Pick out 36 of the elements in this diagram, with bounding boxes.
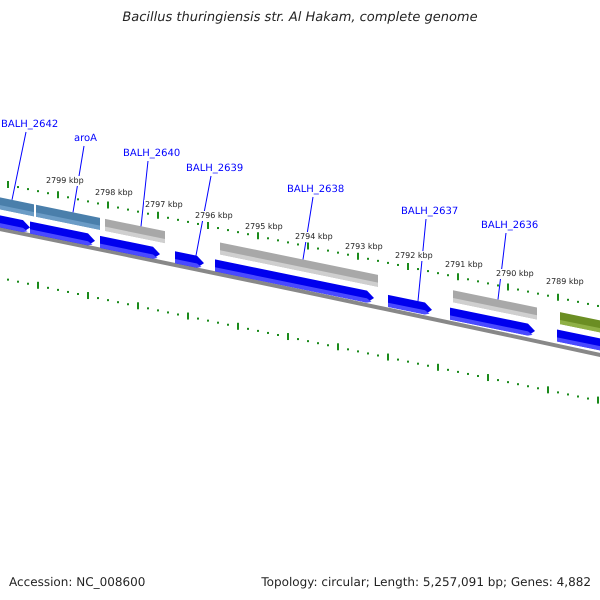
gene-block [388,294,432,314]
gene-label: BALH_2637 [401,207,458,217]
position-label: 2790 kbp [495,269,535,279]
leader-line [302,196,314,260]
position-label: 2794 kbp [294,232,334,242]
gene-block [100,236,160,259]
map-title: Bacillus thuringiensis str. Al Hakam, complete genome [121,11,479,24]
position-label: 2791 kbp [444,260,484,270]
gene-label: aroA [74,134,97,144]
gene-label: BALH_2642 [1,120,58,130]
position-label: 2799 kbp [45,176,85,186]
gene-block [557,330,600,351]
gene-block [30,222,95,246]
position-label: 2798 kbp [94,188,134,198]
gene-block [215,259,374,303]
gene-block [0,214,30,232]
gene-label: BALH_2639 [186,164,244,174]
gene-bar [560,312,600,334]
leader-line [418,218,426,302]
genome-summary: Topology: circular; Length: 5,257,091 bp; Genes: 4,882 [261,576,591,588]
gene-label: BALH_2640 [123,149,180,159]
accession-note: Accession: NC_008600 [9,576,146,588]
gene-label: BALH_2636 [481,221,538,231]
leader-line [140,160,148,227]
leader-line [196,176,212,256]
position-label: 2793 kbp [344,242,384,252]
position-label: 2792 kbp [394,251,434,261]
position-label: 2789 kbp [545,277,585,287]
position-label: 2796 kbp [194,211,234,221]
position-label: 2797 kbp [144,200,184,210]
gene-block [450,308,535,336]
position-label: 2795 kbp [244,222,284,232]
gene-bar [0,196,34,216]
leader-line [12,132,26,200]
gene-block [175,251,204,268]
gene-label: BALH_2638 [287,185,344,195]
